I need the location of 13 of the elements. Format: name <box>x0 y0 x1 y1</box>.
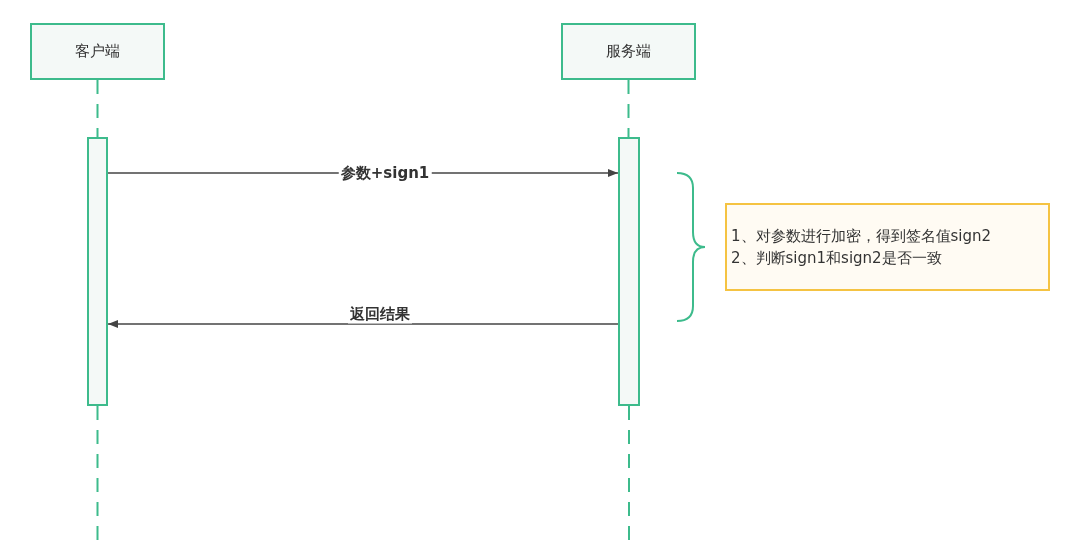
edge-label: 返回结果 <box>348 304 412 324</box>
note-box <box>725 203 1050 291</box>
note-text: 2、判断sign1和sign2是否一致 <box>731 248 943 269</box>
edge-label: 参数+sign1 <box>338 163 432 183</box>
activation-bar <box>618 137 640 406</box>
message-arrow <box>107 320 619 328</box>
lifeline-head-box: 服务端 <box>561 23 696 80</box>
lifeline <box>96 79 99 138</box>
lifeline <box>627 79 630 138</box>
message-arrow <box>107 169 619 177</box>
lifeline-head-box: 客户端 <box>30 23 165 80</box>
activation-bar <box>87 137 108 406</box>
note-text: 1、对参数进行加密，得到签名值sign2 <box>731 226 993 247</box>
